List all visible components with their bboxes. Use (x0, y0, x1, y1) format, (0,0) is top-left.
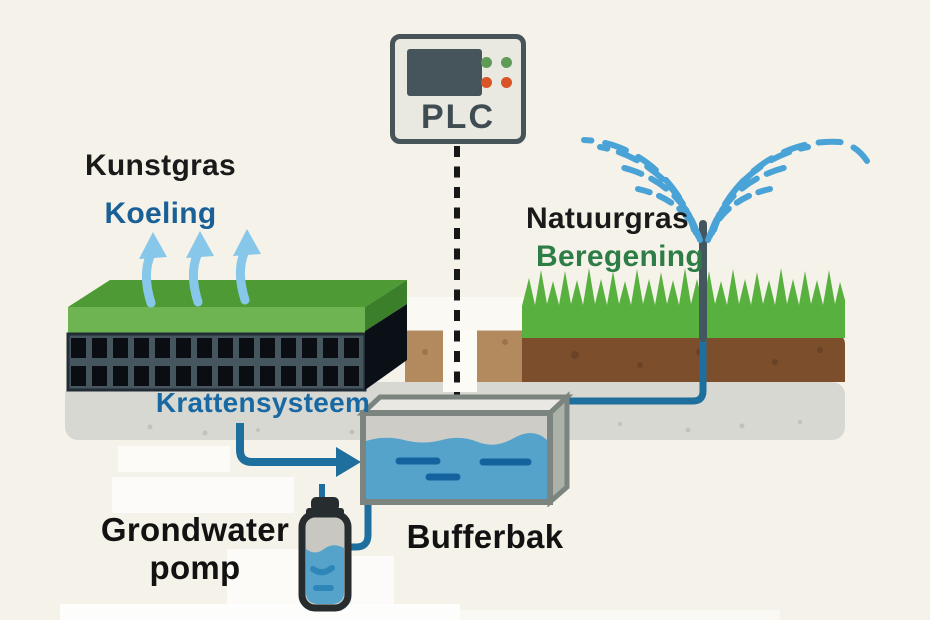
irrigation-pipe (563, 334, 707, 405)
grondwater-pomp-label: Grondwater pomp (82, 511, 308, 587)
underground-speckles (147, 420, 802, 436)
topsoil-layer (522, 336, 845, 382)
plc-screen (407, 49, 482, 96)
tank-water-marks (395, 457, 532, 481)
pump-cap (311, 497, 339, 511)
sprinkler-spray-icon (581, 137, 870, 243)
pump-pipe (346, 500, 372, 551)
grondwater-pomp-line1: Grondwater (100, 511, 290, 548)
krattensysteem-label: Krattensysteem (155, 387, 371, 418)
buffer-tank (356, 391, 574, 508)
crate-layer (66, 332, 367, 392)
pump-water-marks (310, 565, 335, 591)
natuurgras-label: Natuurgras (525, 202, 690, 235)
turf-front-face (68, 307, 365, 334)
crate-side-face (365, 304, 407, 390)
plc-led-red-1 (481, 77, 492, 88)
plc-led-red-2 (501, 77, 512, 88)
groundwater-pump (298, 497, 352, 612)
tank-water (366, 432, 547, 499)
beregening-label: Beregening (535, 240, 705, 273)
plc-led-green-2 (501, 57, 512, 68)
drain-arrow-icon (236, 423, 361, 477)
bufferbak-label: Bufferbak (406, 518, 564, 555)
koeling-label: Koeling (104, 197, 217, 230)
background-patches (60, 446, 780, 620)
plc-label: PLC (421, 98, 495, 136)
tank-front-frame (360, 410, 553, 505)
plc-led-green-1 (481, 57, 492, 68)
white-gap-above-soil (398, 297, 526, 331)
artificial-turf-block (66, 280, 407, 392)
kunstgras-label: Kunstgras (84, 149, 237, 182)
plc-controller: PLC (390, 34, 526, 144)
cooling-arrows-icon (139, 229, 261, 308)
natural-grass (522, 268, 845, 338)
turf-side-face (365, 280, 407, 331)
grondwater-pomp-line2: pomp (149, 549, 241, 586)
